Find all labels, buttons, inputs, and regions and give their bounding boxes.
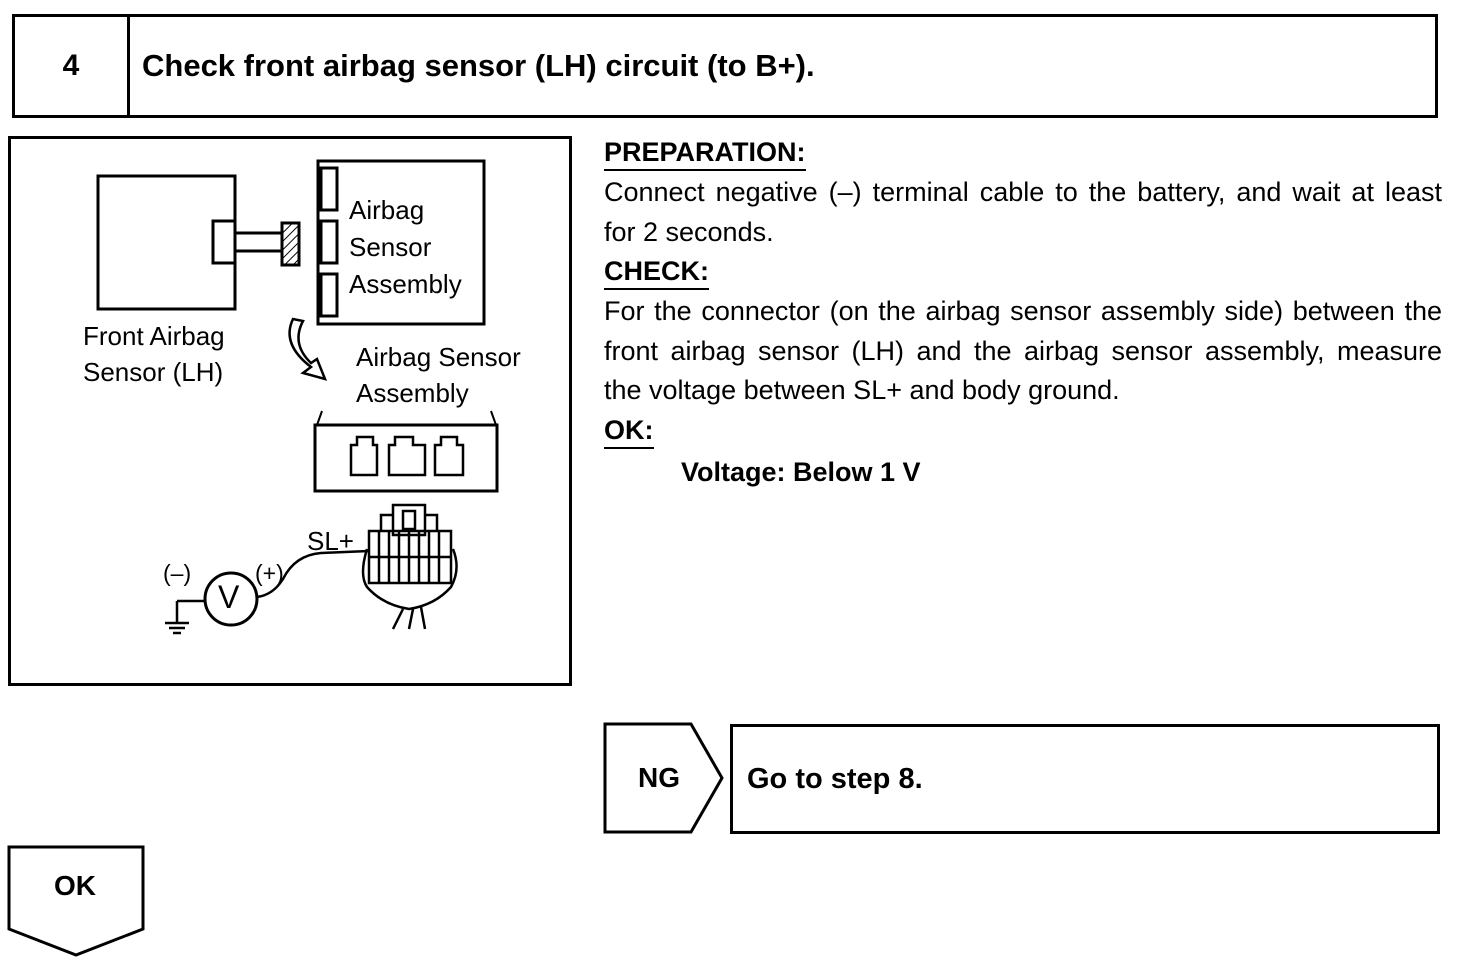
curved-arrow-icon [288,317,328,381]
check-heading: CHECK: [604,254,709,290]
meter-negative-label: (–) [163,560,192,586]
connector-plug-icon [361,503,458,630]
terminal-label: SL+ [307,526,354,556]
sensor-assembly-box-label: Airbag Sensor Assembly [349,195,462,299]
wiring-illustration: Front Airbag Sensor (LH) Airbag Sensor A… [8,136,572,686]
ok-spec: Voltage: Below 1 V [681,456,921,487]
ok-label: OK [54,870,96,901]
check-text: For the connector (on the airbag sensor … [604,296,1442,405]
step-title: Check front airbag sensor (LH) circuit (… [142,48,815,83]
front-sensor-label: Front Airbag Sensor (LH) [83,321,225,387]
ok-heading: OK: [604,413,654,449]
meter-positive-label: (+) [255,560,284,586]
voltmeter-icon [203,571,259,627]
illustration-drawing [96,159,499,635]
preparation-text: Connect negative (–) terminal cable to t… [604,177,1442,247]
ng-arrow-tag [603,722,724,834]
assembly-connector [313,423,499,493]
sensor-assembly-box [316,159,486,326]
step-number: 4 [15,17,130,115]
mating-connector-hatched [280,221,301,267]
ground-icon [165,621,189,635]
step-header: 4 Check front airbag sensor (LH) circuit… [12,14,1438,118]
front-sensor-connector [211,219,237,265]
ng-label: NG [638,762,680,793]
instructions: PREPARATION: Connect negative (–) termin… [604,133,1442,492]
ng-action-box: Go to step 8. [730,724,1440,834]
meter-symbol: V [218,579,240,615]
ok-arrow-tag [7,845,145,957]
preparation-heading: PREPARATION: [604,135,806,171]
connector-label: Airbag Sensor Assembly [356,342,521,408]
probe-wire-positive [256,549,370,599]
